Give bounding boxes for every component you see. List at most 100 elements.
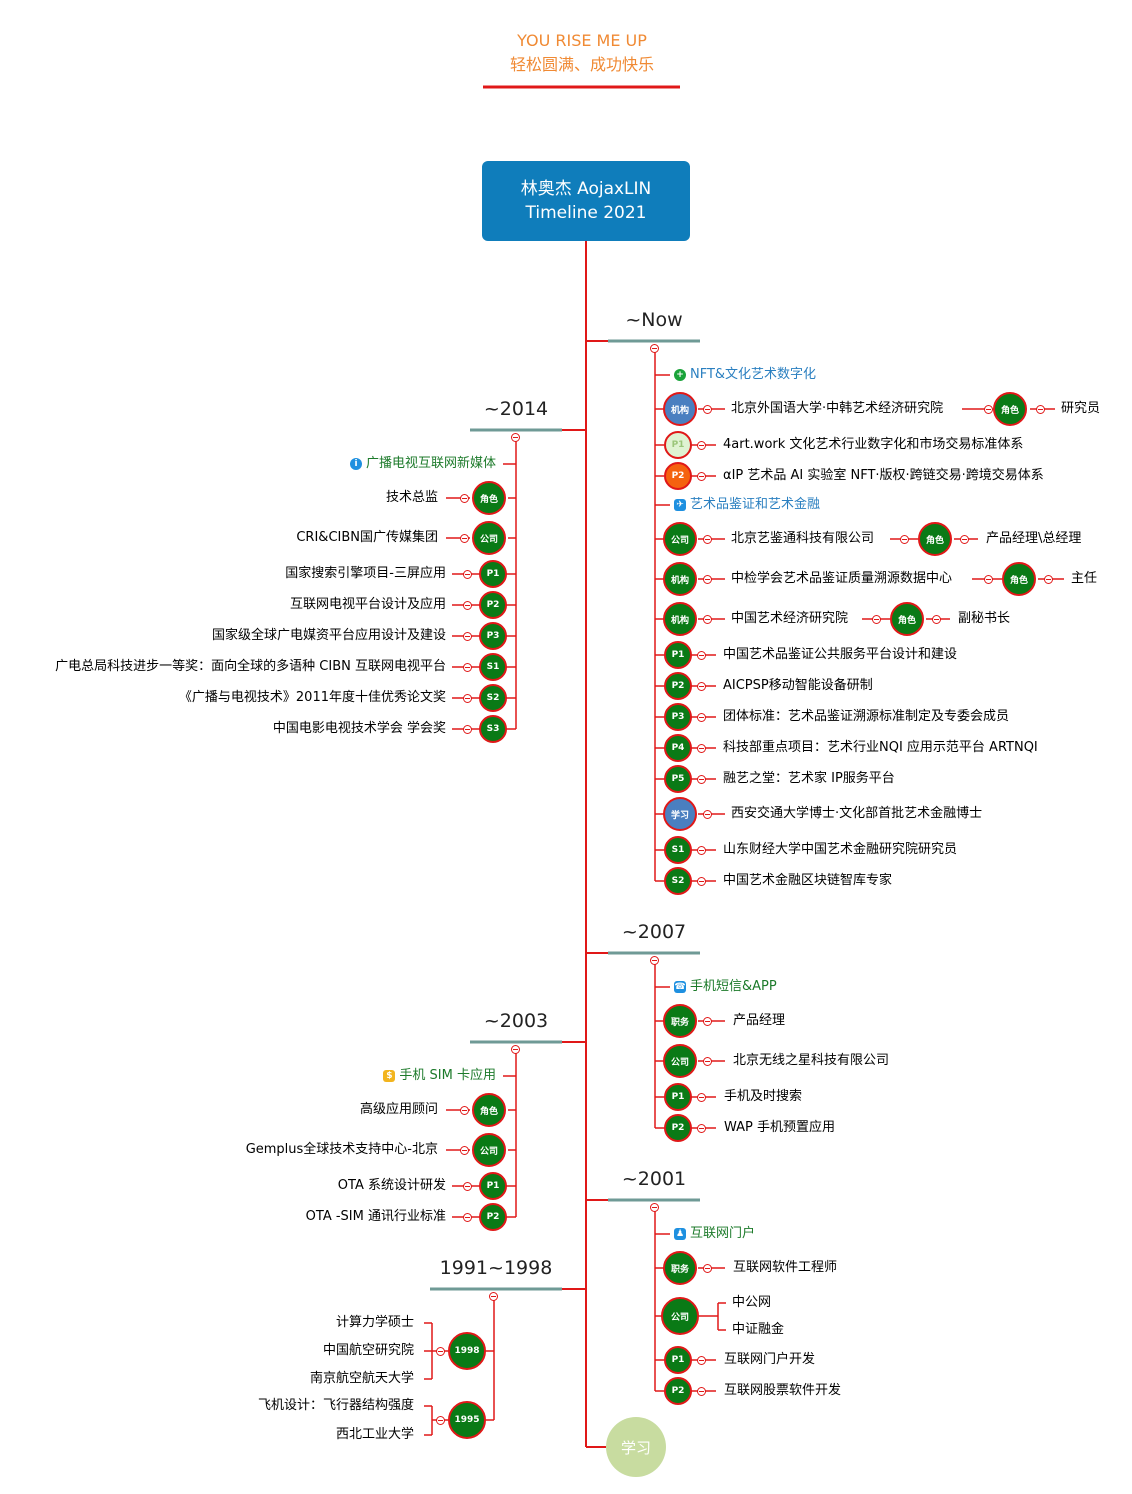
collapse-toggle[interactable] — [703, 575, 712, 584]
collapse-toggle[interactable] — [932, 615, 941, 624]
collapse-toggle[interactable] — [511, 1045, 520, 1054]
era-now[interactable]: ~Now — [625, 309, 683, 331]
collapse-toggle[interactable] — [900, 535, 909, 544]
collapse-toggle[interactable] — [511, 433, 520, 442]
collapse-toggle[interactable] — [697, 713, 706, 722]
collapse-toggle[interactable] — [960, 535, 969, 544]
category-portal[interactable]: ♟ 互联网门户 — [674, 1226, 755, 1242]
node-text[interactable]: 中国电影电视技术学会 学会奖 — [272, 721, 446, 736]
node-text[interactable]: 南京航空航天大学 — [309, 1371, 414, 1386]
category-broadcast[interactable]: i 广播电视互联网新媒体 — [300, 456, 496, 472]
collapse-toggle[interactable] — [463, 725, 472, 734]
node-text[interactable]: OTA -SIM 通讯行业标准 — [305, 1209, 446, 1224]
collapse-toggle[interactable] — [697, 1124, 706, 1133]
era-1991-1998[interactable]: 1991~1998 — [439, 1257, 553, 1279]
collapse-toggle[interactable] — [460, 1106, 469, 1115]
node-text[interactable]: 技术总监 — [385, 490, 438, 505]
node-text[interactable]: 互联网股票软件开发 — [724, 1383, 842, 1398]
node-text[interactable]: 4art.work 文化艺术行业数字化和市场交易标准体系 — [723, 437, 1024, 452]
node-text[interactable]: WAP 手机预置应用 — [724, 1120, 836, 1135]
collapse-toggle[interactable] — [703, 1017, 712, 1026]
node-text[interactable]: αIP 艺术品 AI 实验室 NFT·版权·跨链交易·跨境交易体系 — [723, 468, 1044, 483]
collapse-toggle[interactable] — [984, 405, 993, 414]
collapse-toggle[interactable] — [697, 846, 706, 855]
collapse-toggle[interactable] — [703, 535, 712, 544]
collapse-toggle[interactable] — [703, 810, 712, 819]
collapse-toggle[interactable] — [697, 682, 706, 691]
node-text[interactable]: 研究员 — [1061, 401, 1101, 416]
node-text[interactable]: AICPSP移动智能设备研制 — [723, 678, 873, 693]
collapse-toggle[interactable] — [650, 956, 659, 965]
node-text[interactable]: 高级应用顾问 — [359, 1102, 438, 1117]
node-text[interactable]: 北京无线之星科技有限公司 — [733, 1053, 890, 1068]
collapse-toggle[interactable] — [463, 632, 472, 641]
node-text[interactable]: 《广播与电视技术》2011年度十佳优秀论文奖 — [178, 690, 446, 705]
node-text[interactable]: 产品经理\总经理 — [986, 531, 1082, 546]
collapse-toggle[interactable] — [703, 1057, 712, 1066]
root-node[interactable]: 林奥杰 AojaxLIN Timeline 2021 — [482, 161, 690, 241]
node-text[interactable]: 互联网门户开发 — [724, 1352, 816, 1367]
era-2007[interactable]: ~2007 — [621, 921, 687, 943]
collapse-toggle[interactable] — [489, 1292, 498, 1301]
collapse-toggle[interactable] — [460, 1146, 469, 1155]
collapse-toggle[interactable] — [703, 405, 712, 414]
category-art-finance[interactable]: ✈ 艺术品鉴证和艺术金融 — [674, 497, 820, 513]
collapse-toggle[interactable] — [436, 1416, 445, 1425]
node-text[interactable]: 产品经理 — [733, 1013, 786, 1028]
collapse-toggle[interactable] — [436, 1347, 445, 1356]
node-text[interactable]: 主任 — [1071, 571, 1098, 586]
category-sim-card[interactable]: $ 手机 SIM 卡应用 — [300, 1068, 496, 1084]
node-text[interactable]: 中国艺术经济研究院 — [731, 611, 849, 626]
node-text[interactable]: 广电总局科技进步一等奖：面向全球的多语种 CIBN 互联网电视平台 — [55, 659, 446, 674]
collapse-toggle[interactable] — [460, 534, 469, 543]
collapse-toggle[interactable] — [697, 651, 706, 660]
end-node-study[interactable]: 学习 — [606, 1417, 666, 1477]
category-mobile-sms[interactable]: ☎ 手机短信&APP — [674, 979, 777, 995]
era-2014[interactable]: ~2014 — [483, 398, 549, 420]
node-text[interactable]: 中国艺术品鉴证公共服务平台设计和建设 — [723, 647, 958, 662]
node-text[interactable]: 计算力学硕士 — [335, 1315, 414, 1330]
collapse-toggle[interactable] — [697, 775, 706, 784]
collapse-toggle[interactable] — [1044, 575, 1053, 584]
node-text[interactable]: 飞机设计：飞行器结构强度 — [257, 1398, 414, 1413]
collapse-toggle[interactable] — [697, 1387, 706, 1396]
collapse-toggle[interactable] — [463, 1182, 472, 1191]
collapse-toggle[interactable] — [460, 494, 469, 503]
node-text[interactable]: 国家级全球广电媒资平台应用设计及建设 — [211, 628, 446, 643]
collapse-toggle[interactable] — [650, 344, 659, 353]
node-text[interactable]: 手机及时搜索 — [724, 1089, 803, 1104]
category-nft[interactable]: + NFT&文化艺术数字化 — [674, 367, 816, 383]
collapse-toggle[interactable] — [703, 1264, 712, 1273]
collapse-toggle[interactable] — [650, 1203, 659, 1212]
era-2003[interactable]: ~2003 — [483, 1010, 549, 1032]
collapse-toggle[interactable] — [463, 570, 472, 579]
node-text[interactable]: 融艺之堂：艺术家 IP服务平台 — [723, 771, 895, 786]
collapse-toggle[interactable] — [703, 615, 712, 624]
era-2001[interactable]: ~2001 — [621, 1168, 687, 1190]
collapse-toggle[interactable] — [463, 601, 472, 610]
collapse-toggle[interactable] — [872, 615, 881, 624]
node-text[interactable]: 中国艺术金融区块链智库专家 — [723, 873, 893, 888]
collapse-toggle[interactable] — [697, 1356, 706, 1365]
node-text[interactable]: 中国航空研究院 — [322, 1343, 414, 1358]
node-text[interactable]: 团体标准：艺术品鉴证溯源标准制定及专委会成员 — [723, 709, 1010, 724]
node-text[interactable]: 副秘书长 — [958, 611, 1011, 626]
node-text[interactable]: 互联网软件工程师 — [733, 1260, 838, 1275]
node-text[interactable]: 西安交通大学博士·文化部首批艺术金融博士 — [731, 806, 983, 821]
node-text[interactable]: CRI&CIBN国广传媒集团 — [296, 530, 438, 545]
node-text[interactable]: 西北工业大学 — [335, 1427, 414, 1442]
node-text[interactable]: 科技部重点项目：艺术行业NQI 应用示范平台 ARTNQI — [723, 740, 1038, 755]
node-text[interactable]: 互联网电视平台设计及应用 — [289, 597, 446, 612]
node-text[interactable]: 中检学会艺术品鉴证质量溯源数据中心 — [731, 571, 953, 586]
node-text[interactable]: 中公网 — [732, 1295, 772, 1310]
node-text[interactable]: Gemplus全球技术支持中心-北京 — [245, 1142, 438, 1157]
collapse-toggle[interactable] — [697, 441, 706, 450]
collapse-toggle[interactable] — [463, 1213, 472, 1222]
collapse-toggle[interactable] — [463, 663, 472, 672]
collapse-toggle[interactable] — [1036, 405, 1045, 414]
collapse-toggle[interactable] — [697, 1093, 706, 1102]
node-text[interactable]: OTA 系统设计研发 — [337, 1178, 446, 1193]
collapse-toggle[interactable] — [697, 744, 706, 753]
node-text[interactable]: 国家搜索引擎项目-三屏应用 — [285, 566, 446, 581]
collapse-toggle[interactable] — [463, 694, 472, 703]
